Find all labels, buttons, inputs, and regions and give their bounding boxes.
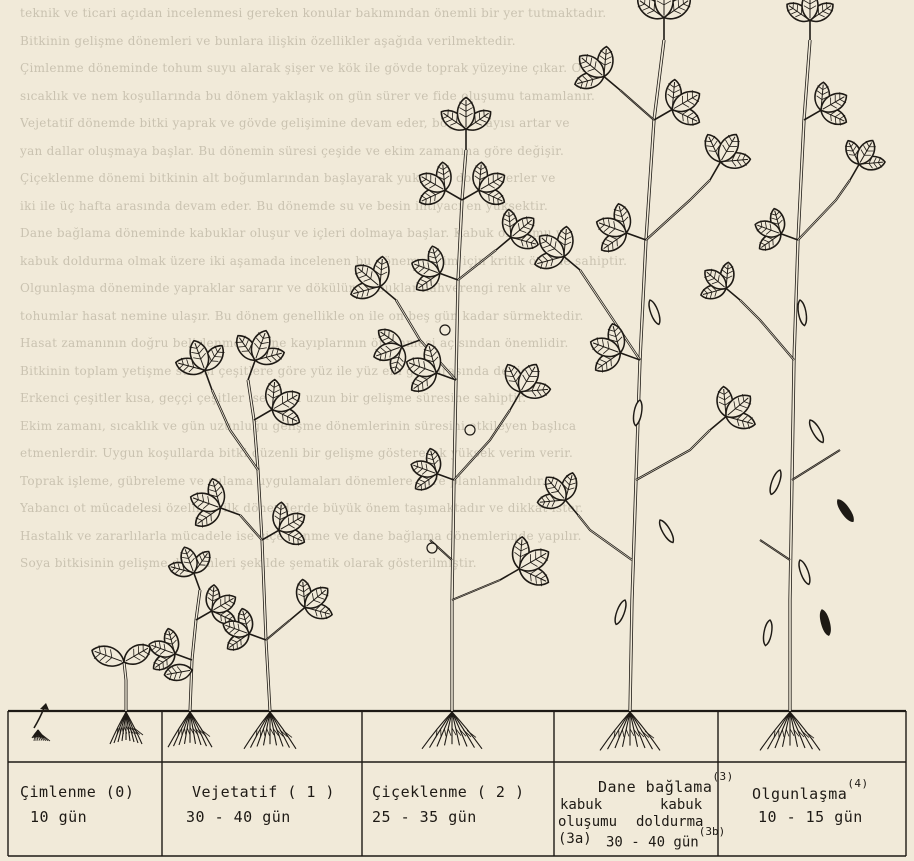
flower xyxy=(427,543,437,553)
roots xyxy=(244,712,296,749)
stage-3-duration-text: 30 - 40 gün xyxy=(606,835,699,851)
stem xyxy=(578,515,632,560)
stem xyxy=(454,410,510,480)
pod xyxy=(796,559,812,586)
stage-4-label: Olgunlaşma(4) xyxy=(752,783,869,803)
pod xyxy=(807,418,826,444)
roots xyxy=(422,712,482,749)
stage-1-label: Vejetatif ( 1 ) xyxy=(192,783,335,801)
stage-3-duration: 30 - 40 gün(3b) xyxy=(606,831,725,851)
pod xyxy=(835,498,856,524)
stem xyxy=(190,590,200,711)
pod xyxy=(796,299,808,326)
stage-2-number: ( 2 ) xyxy=(477,783,525,801)
roots xyxy=(760,712,820,750)
pod xyxy=(657,518,676,544)
stem xyxy=(630,40,664,711)
stage-3b-number: (3b) xyxy=(699,825,726,838)
plant-stage-3 xyxy=(533,0,757,750)
stage-3-number: (3) xyxy=(712,770,733,783)
stage-1-name: Vejetatif xyxy=(192,783,278,801)
stage-1-number: ( 1 ) xyxy=(287,783,335,801)
pod xyxy=(768,469,784,496)
stage-3-label: Dane bağlama(3) xyxy=(598,776,734,796)
pod xyxy=(632,399,644,426)
stem xyxy=(740,300,794,360)
leaf xyxy=(457,98,474,130)
stage-3-name: Dane bağlama xyxy=(598,778,712,796)
flower xyxy=(465,425,475,435)
pod xyxy=(762,619,774,646)
pod xyxy=(613,599,629,626)
stage-2-duration: 25 - 35 gün xyxy=(372,808,477,826)
stage-3b-line1: kabuk xyxy=(660,797,702,813)
stage-4-number: (4) xyxy=(847,777,868,790)
stage-3a-number: (3a) xyxy=(558,831,592,847)
stage-3b-line2: doldurma xyxy=(636,814,703,830)
stage-2-label: Çiçeklenme ( 2 ) xyxy=(372,783,525,801)
stage-0-name: Çimlenme xyxy=(20,783,96,801)
pod xyxy=(646,299,662,326)
roots xyxy=(32,730,50,741)
plants-group xyxy=(32,0,886,750)
stage-1-duration: 30 - 40 gün xyxy=(186,808,291,826)
stem xyxy=(636,430,710,480)
stage-0-number: (0) xyxy=(106,783,135,801)
stage-3a-line1: kabuk xyxy=(560,797,602,813)
stage-0-label: Çimlenme (0) xyxy=(20,783,134,801)
plant-stage-1 xyxy=(147,328,334,749)
stage-2-name: Çiçeklenme xyxy=(372,783,467,801)
pod xyxy=(818,609,832,636)
roots xyxy=(168,712,212,747)
roots xyxy=(110,712,143,744)
stage-0-duration: 10 gün xyxy=(30,808,87,826)
stem xyxy=(798,180,850,240)
leaf xyxy=(89,642,127,671)
stem xyxy=(452,150,466,711)
stage-4-name: Olgunlaşma xyxy=(752,785,847,803)
plant-stage-0 xyxy=(32,640,154,744)
stage-4-duration: 10 - 15 gün xyxy=(758,808,863,826)
roots xyxy=(600,712,660,750)
plant-stage-2 xyxy=(349,98,553,749)
plant-stage-4 xyxy=(699,0,885,750)
stage-3a-line2: oluşumu xyxy=(558,814,617,830)
flower xyxy=(440,325,450,335)
